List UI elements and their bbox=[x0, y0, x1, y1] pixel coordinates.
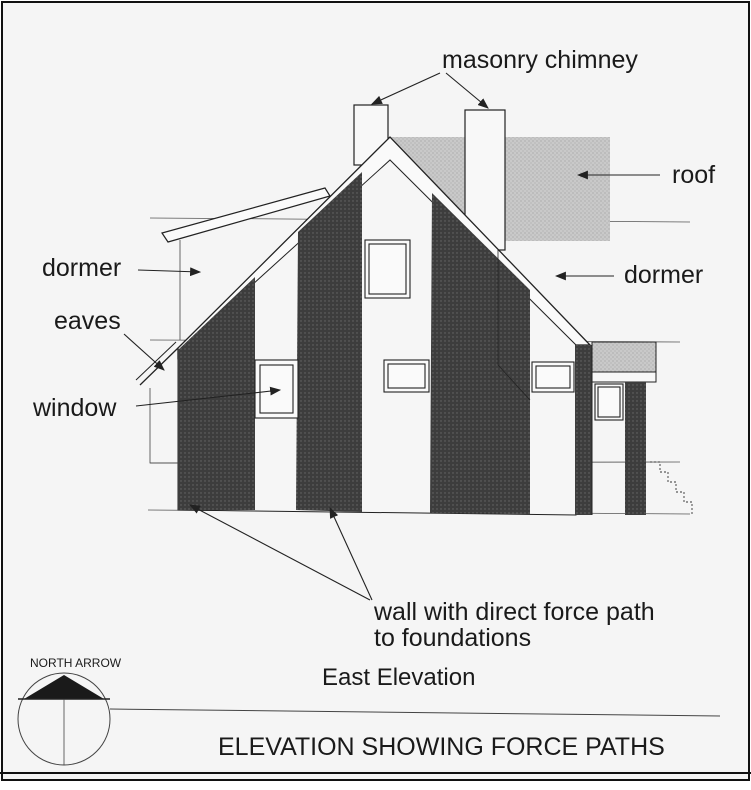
window-porch-inner bbox=[597, 386, 621, 418]
label-eaves: eaves bbox=[54, 307, 121, 335]
force-path-wall-2 bbox=[296, 172, 362, 512]
window-right-inner bbox=[535, 365, 571, 389]
label-window: window bbox=[32, 394, 117, 422]
label-wall-line1: wall with direct force path bbox=[373, 598, 655, 626]
force-path-wall-3 bbox=[430, 193, 530, 514]
dormer-left-leader bbox=[137, 267, 202, 277]
eaves-leader bbox=[123, 333, 165, 371]
window-leader bbox=[135, 386, 282, 407]
force-path-wall-1 bbox=[178, 277, 255, 510]
porch-roof bbox=[591, 341, 657, 373]
title-rule bbox=[109, 708, 721, 717]
window-left bbox=[254, 359, 299, 419]
label-wall-line2: to foundations bbox=[374, 624, 531, 652]
window-gable-inner bbox=[368, 243, 407, 295]
label-dormer-left: dormer bbox=[42, 254, 121, 282]
window-center-inner bbox=[387, 363, 426, 389]
north-arrow-icon bbox=[24, 675, 104, 699]
force-path-wall-5 bbox=[625, 382, 646, 515]
force-path-wall-4 bbox=[575, 345, 592, 515]
window-center bbox=[383, 359, 430, 393]
label-roof: roof bbox=[672, 161, 715, 189]
ground-outline-left bbox=[149, 388, 178, 464]
window-gable bbox=[364, 239, 411, 299]
wall-leader-1 bbox=[189, 504, 371, 601]
drawing-title: ELEVATION SHOWING FORCE PATHS bbox=[218, 733, 665, 761]
chimney-leader-right bbox=[445, 72, 489, 109]
label-masonry-chimney: masonry chimney bbox=[442, 46, 638, 74]
leader-lines bbox=[123, 72, 660, 601]
north-arrow-label: NORTH ARROW bbox=[30, 656, 122, 670]
window-porch bbox=[594, 383, 624, 421]
chimney-leader-left bbox=[370, 72, 441, 105]
porch-fascia bbox=[591, 371, 657, 383]
window-right bbox=[531, 361, 575, 393]
window-left-inner bbox=[259, 364, 294, 414]
view-caption: East Elevation bbox=[322, 664, 475, 691]
hidden-line bbox=[497, 250, 531, 401]
porch-steps bbox=[650, 461, 693, 514]
wall-leader-2 bbox=[329, 506, 373, 601]
label-dormer-right: dormer bbox=[624, 261, 703, 289]
